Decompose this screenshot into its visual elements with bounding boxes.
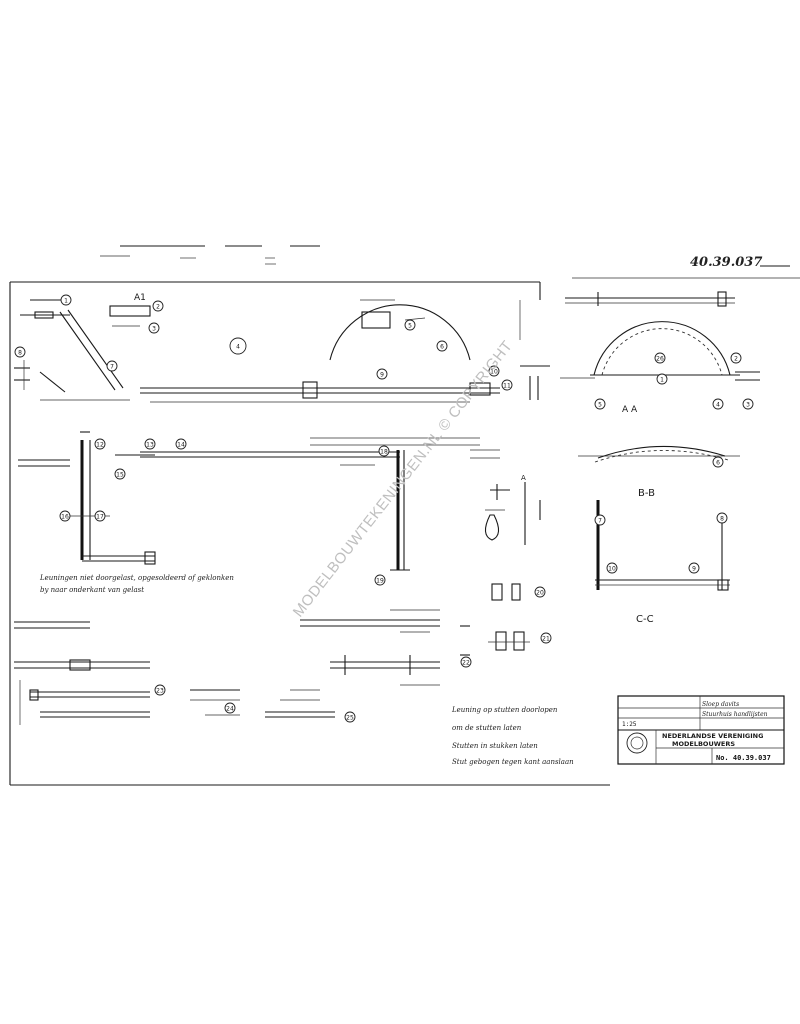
part-number-label: 4 xyxy=(716,402,720,409)
part-number-label: 10 xyxy=(490,369,498,376)
part-number-label: 23 xyxy=(156,688,164,695)
part-number-label: 24 xyxy=(226,706,234,713)
rail-row-1 xyxy=(140,365,550,403)
part-number-label: 25 xyxy=(346,715,354,722)
part-number-label: 8 xyxy=(720,516,724,523)
title-block-scale: 1:25 xyxy=(622,721,637,728)
part-number-label: 3 xyxy=(746,402,750,409)
part-number-label: 16 xyxy=(61,514,69,521)
part-number-label: 1 xyxy=(660,377,664,384)
label-a1: A1 xyxy=(134,293,146,303)
part-number-label: 9 xyxy=(380,372,384,379)
part-number-label: 6 xyxy=(440,344,444,351)
part-number-label: 20 xyxy=(536,590,544,597)
part-number-label: 6 xyxy=(716,460,720,467)
part-number-label: 7 xyxy=(110,364,114,371)
label-section-bb: B-B xyxy=(638,488,655,499)
part-number-label: 22 xyxy=(462,660,470,667)
part-number-label: 26 xyxy=(656,356,664,363)
rail-rows-lower xyxy=(14,609,440,725)
title-block-org-1: NEDERLANDSE VERENIGING xyxy=(662,732,763,740)
copyright-watermark: MODELBOUWTEKENINGEN.NL © COPYRIGHT xyxy=(290,337,516,620)
view-a1: A1 xyxy=(14,293,151,401)
title-block-number: No. 40.39.037 xyxy=(716,754,771,762)
part-number-label: 8 xyxy=(18,350,22,357)
drawing-number: 40.39.037 xyxy=(690,255,762,270)
note-left-1: Leuningen niet doorgelast, opgesoldeerd … xyxy=(39,574,234,582)
section-bb-view: B-B xyxy=(578,445,740,499)
part-number-label: 19 xyxy=(376,578,384,585)
note-right-1: Leuning op stutten doorlopen xyxy=(451,706,558,714)
part-number-label: 17 xyxy=(96,514,104,521)
rail-frame-view xyxy=(18,431,500,571)
title-block-title: Sloep davits xyxy=(702,701,739,708)
label-section-aa: A A xyxy=(622,405,638,415)
part-number-label: 3 xyxy=(152,326,156,333)
part-number-label: 13 xyxy=(146,442,154,449)
label-a-detail: A xyxy=(521,474,526,482)
part-number-label: 5 xyxy=(408,323,412,330)
part-number-label: 21 xyxy=(542,636,550,643)
title-block-org-2: MODELBOUWERS xyxy=(672,740,735,748)
title-block: Sloep davits Stuurhuis handlijsten 1:25 … xyxy=(617,695,785,765)
header-strokes xyxy=(100,245,790,267)
note-left-2: by naar onderkant van gelast xyxy=(40,586,144,594)
part-number-label: 4 xyxy=(236,344,240,351)
part-number-label: 11 xyxy=(503,383,511,390)
dome-view xyxy=(329,299,521,361)
note-right-4: Stut gebogen tegen kant aanslaan xyxy=(452,758,574,766)
part-number-label: 2 xyxy=(734,356,738,363)
part-number-label: 15 xyxy=(116,472,124,479)
part-number-label: 12 xyxy=(96,442,104,449)
center-details: A xyxy=(460,474,541,656)
part-number-label: 18 xyxy=(380,449,388,456)
part-number-label: 2 xyxy=(156,304,160,311)
part-number-label: 7 xyxy=(598,518,602,525)
drawing-frame xyxy=(9,277,800,786)
section-cc-view: C-C xyxy=(595,500,730,625)
note-right-3: Stutten in stukken laten xyxy=(452,742,538,750)
note-right-2: om de stutten laten xyxy=(452,724,522,732)
part-number-label: 10 xyxy=(608,566,616,573)
part-number-label: 9 xyxy=(692,566,696,573)
part-number-label: 5 xyxy=(598,402,602,409)
title-block-subtitle: Stuurhuis handlijsten xyxy=(702,711,768,718)
part-number-label: 14 xyxy=(177,442,185,449)
label-section-cc: C-C xyxy=(636,614,654,625)
part-number-label: 1 xyxy=(64,298,68,305)
